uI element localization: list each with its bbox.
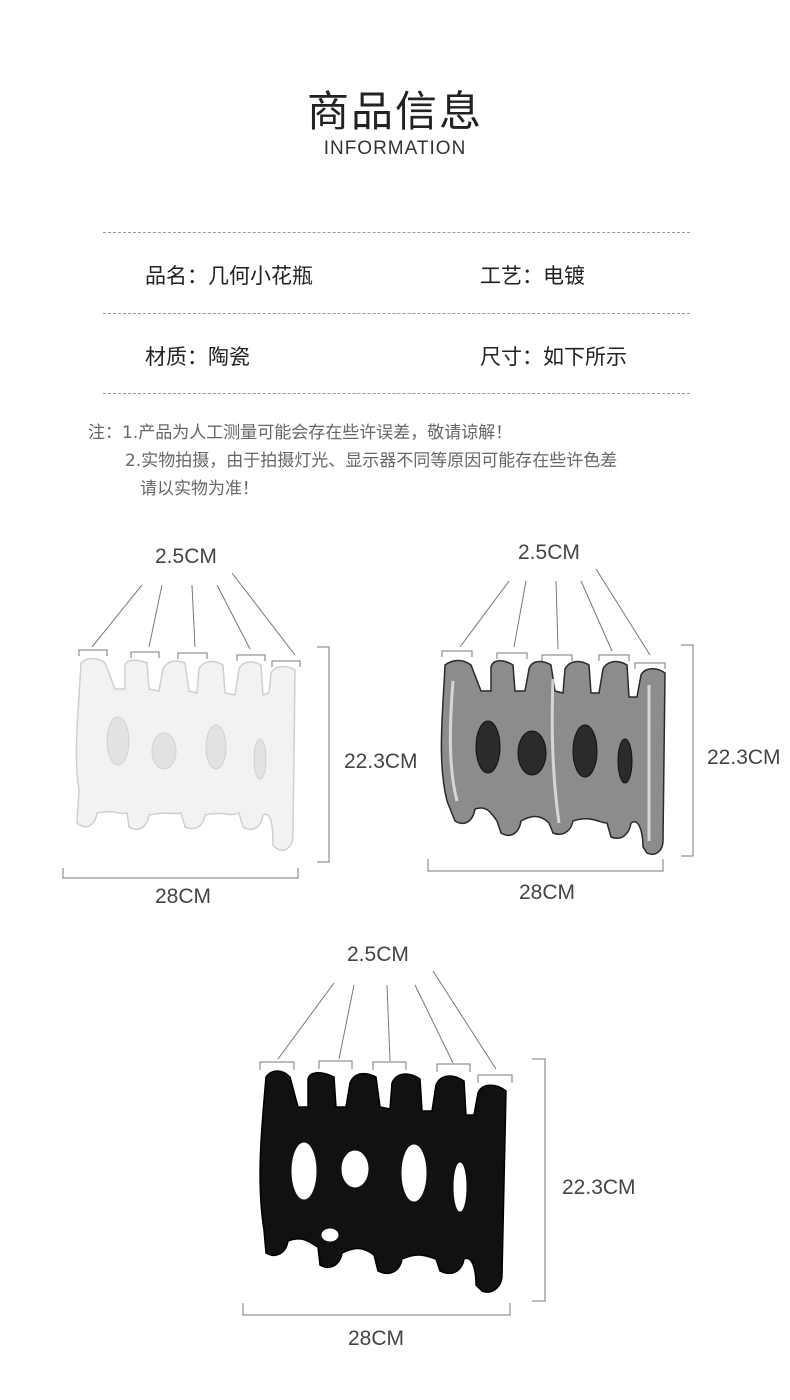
vase-black — [259, 1070, 507, 1293]
dimension-lines — [242, 970, 546, 1316]
craft-value: 电镀 — [543, 264, 585, 288]
vase-black-holes — [291, 1142, 467, 1242]
product-image-black — [242, 970, 546, 1316]
size-value: 如下所示 — [543, 345, 627, 369]
height-dimension-label: 22.3CM — [344, 750, 418, 773]
note-line-3: 请以实物为准！ — [140, 479, 259, 499]
material-row: 材质：陶瓷 — [145, 341, 250, 371]
width-dimension-label: 28CM — [155, 885, 212, 908]
vase-silver-holes — [475, 720, 633, 784]
product-name-row: 品名：几何小花瓶 — [145, 260, 313, 290]
size-row: 尺寸：如下所示 — [480, 341, 627, 371]
vase-white-holes — [106, 716, 267, 780]
product-image-white — [62, 572, 330, 879]
opening-dimension-label: 2.5CM — [518, 541, 580, 564]
divider — [103, 313, 690, 314]
product-image-silver — [427, 568, 694, 872]
divider — [103, 232, 690, 233]
divider — [103, 393, 690, 394]
product-name-label: 品名： — [145, 264, 208, 288]
dimension-lines — [427, 568, 694, 872]
craft-label: 工艺： — [480, 264, 543, 288]
width-dimension-label: 28CM — [348, 1327, 405, 1350]
note-line-2: 2.实物拍摄，由于拍摄灯光、显示器不同等原因可能存在些许色差 — [125, 451, 618, 471]
material-label: 材质： — [145, 345, 208, 369]
vase-white — [75, 657, 296, 851]
opening-dimension-label: 2.5CM — [347, 943, 409, 966]
height-dimension-label: 22.3CM — [562, 1176, 636, 1199]
craft-row: 工艺：电镀 — [480, 260, 585, 290]
page-title: 商品信息 — [306, 87, 483, 136]
size-label: 尺寸： — [480, 345, 543, 369]
height-dimension-label: 22.3CM — [707, 746, 781, 769]
dimension-lines — [62, 572, 330, 879]
note-line-1: 注：1.产品为人工测量可能会存在些许误差，敬请谅解！ — [88, 423, 513, 443]
product-name-value: 几何小花瓶 — [208, 264, 313, 288]
material-value: 陶瓷 — [208, 345, 250, 369]
page-subtitle: INFORMATION — [323, 138, 467, 159]
width-dimension-label: 28CM — [519, 881, 576, 904]
opening-dimension-label: 2.5CM — [155, 545, 217, 568]
